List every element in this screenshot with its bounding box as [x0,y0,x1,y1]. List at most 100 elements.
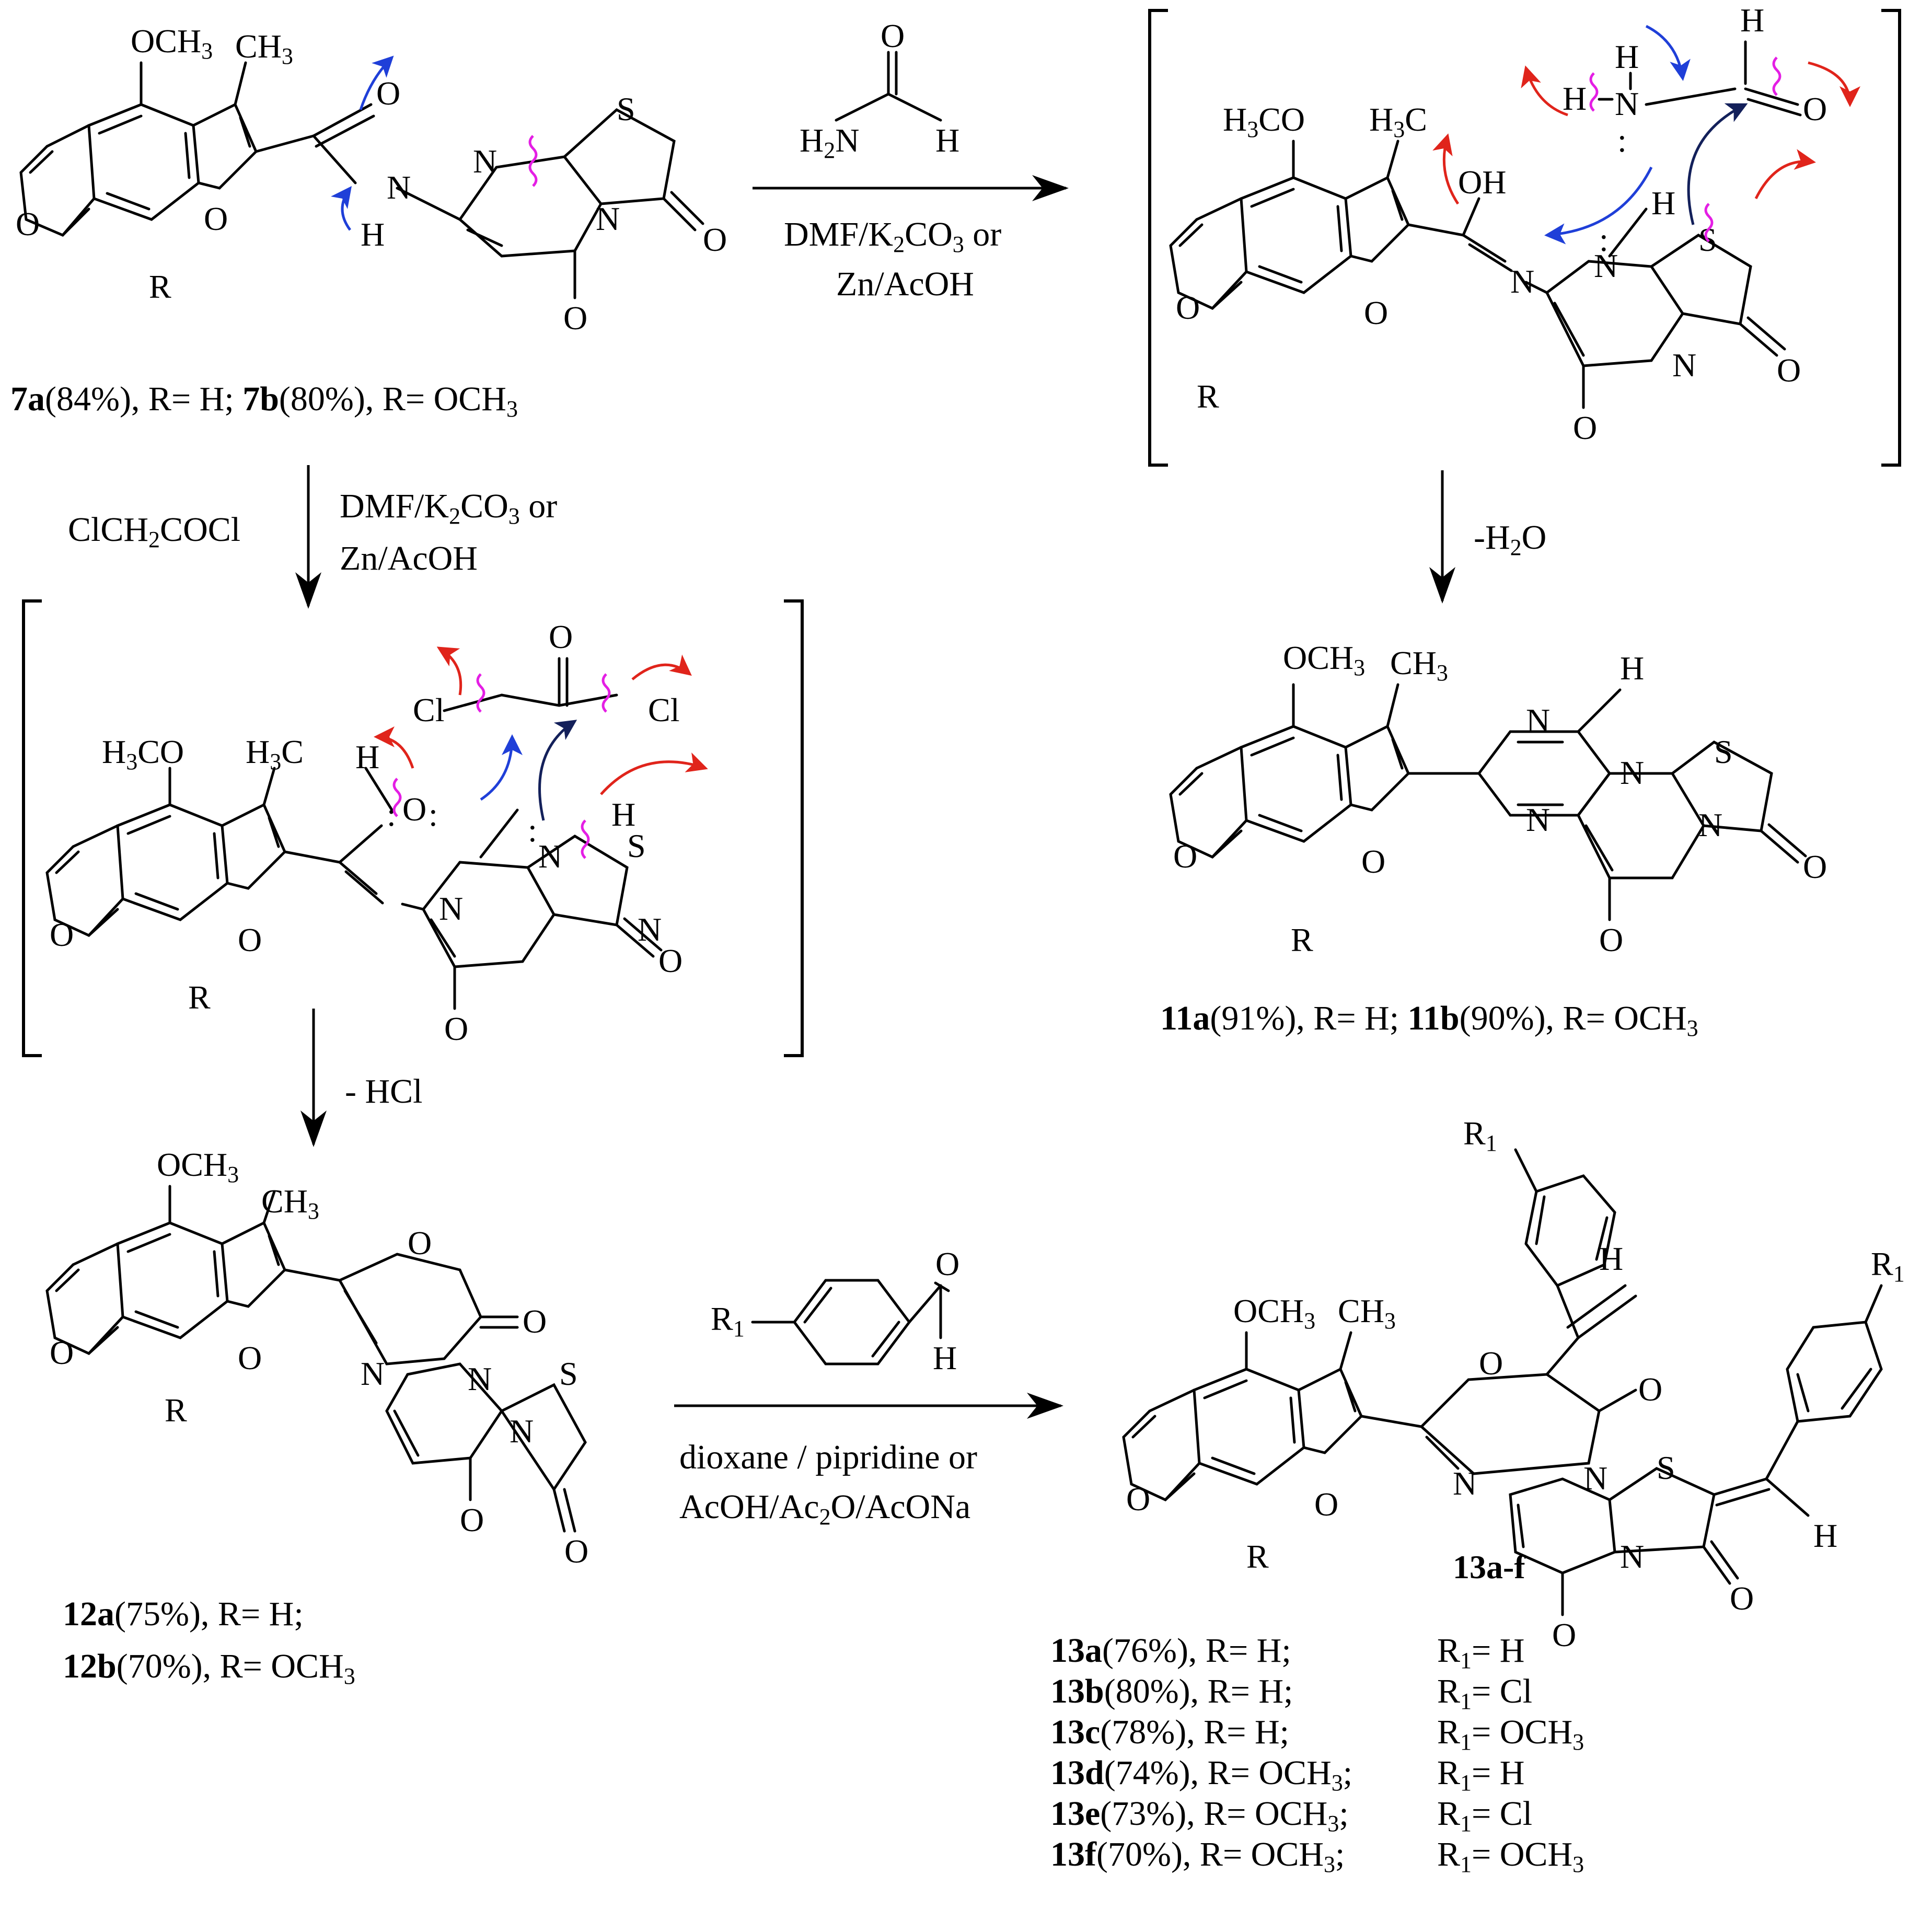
atom-n-11-d: N [1698,806,1722,843]
atom-och3-7: OCH3 [131,22,213,64]
atom-h-11: H [1620,650,1644,687]
conditions-minus-water: -H2O [1474,518,1546,560]
atom-och3-11: OCH3 [1283,639,1365,680]
atom-o-11-furan: O [1173,838,1197,875]
curly-arrow-7b [331,186,352,231]
atom-o-12-c5: O [460,1501,484,1538]
atom-o-int-furan2: O [1364,294,1388,331]
atom-oh-int: OH [1458,164,1506,201]
atom-o-12-ketone: O [523,1303,547,1340]
cleavage-mark-i12-3 [392,778,402,817]
atom-s-i12: S [627,827,646,864]
curly-arrow-i12-3 [374,726,414,769]
atom-n-13-imine: N [1453,1465,1477,1502]
atom-o-12-ring: O [408,1224,432,1262]
cleavage-mark-int-1 [1589,72,1599,112]
atom-n-int-ring: N [1594,247,1618,284]
atom-r-int: R [1197,378,1219,415]
atom-o-11-c5: O [1599,921,1623,958]
caption-13-r1: R1= OCH3 [1437,1713,1584,1755]
atom-ch3-7: CH3 [235,28,293,69]
atom-o-i12-c5: O [444,1010,468,1047]
atom-o-12-furan2: O [238,1339,262,1376]
curly-arrow-int-2 [1645,25,1691,81]
caption-7: 7a(84%), R= H; 7b(80%), R= OCH3 [10,380,518,422]
atom-o-int-furan: O [1176,289,1200,326]
atom-o-13-furan: O [1126,1480,1150,1518]
curly-arrow-int-5 [1544,166,1653,245]
formamide-reagent: O H2N H [800,17,959,163]
curly-arrow-i12-5 [538,720,577,821]
caption-13-row: 13b(80%), R= H; [1050,1672,1293,1710]
atom-och3-12: OCH3 [157,1146,239,1187]
atom-o-13-ketone: O [1638,1371,1662,1408]
curly-arrow-i12-6 [600,752,708,795]
conditions-bottom-line2: AcOH/Ac2O/AcONa [679,1488,970,1530]
atom-h3c-int: H3C [1369,101,1427,142]
atom-h-int-formamide: H [1563,80,1587,117]
atom-n-11-c: N [1620,754,1644,791]
caption-12b: 12b(70%), R= OCH3 [63,1647,355,1689]
atom-n-i12-imine: N [439,890,463,927]
atom-n-int-imine: N [1510,263,1534,300]
atom-h3co-int: H3CO [1223,101,1305,142]
aldehyde-h: H [933,1339,957,1376]
atom-o-13-c3: O [1730,1580,1754,1617]
curly-arrow-int-1 [1521,65,1568,117]
atom-o-11-furan2: O [1361,843,1385,880]
atom-o-i12-c3: O [658,942,682,979]
atom-o-12-c3: O [564,1533,588,1570]
atom-n-i12-ring: N [538,838,562,875]
atom-n-int-formamide: N [1615,85,1639,122]
atom-n-13-ring: N [1583,1460,1607,1497]
atom-s-7: S [617,90,635,128]
atom-r-13: R [1246,1538,1269,1575]
atom-n-7-ring2: N [596,200,620,237]
atom-o-13-c5: O [1552,1616,1576,1653]
caption-13-r1: R1= H [1437,1754,1524,1796]
compound-12-structure: O O OCH3 CH3 R O O N N N S O O [45,1146,588,1570]
atom-n-int-ring2: N [1672,346,1696,384]
atom-o-int-c5: O [1573,409,1597,446]
cleavage-mark-i12-1 [476,673,485,713]
atom-r-11: R [1291,921,1313,958]
atom-n-7-ring: N [473,143,497,180]
atom-h3co-i12: H3CO [102,733,184,774]
caption-13-row: 13f(70%), R= OCH3; [1050,1835,1345,1877]
atom-r-i12: R [188,979,211,1016]
caption-11: 11a(91%), R= H; 11b(90%), R= OCH3 [1160,999,1698,1041]
lone-pair-i12-3: : [528,812,537,849]
compound-7-structure: O O OCH3 CH3 O N H R N N S O O [16,22,727,337]
caption-12a: 12a(75%), R= H; [63,1595,304,1633]
caption-13-r1: R1= H [1437,1631,1524,1673]
cleavage-mark-int-2 [1772,56,1781,96]
atom-o-13-furan2: O [1314,1486,1338,1523]
caption-13-r1: R1= Cl [1437,1672,1532,1714]
atom-h3c-i12: H3C [246,733,304,774]
curly-arrow-int-4 [1432,133,1460,205]
conditions-left-line2: Zn/AcOH [340,539,478,577]
atom-n-11-b: N [1526,801,1550,838]
atom-h-i12-oh: H [355,738,379,776]
curly-arrow-7a [359,55,394,110]
compound-11-structure: O O OCH3 CH3 R N N H N N S O O [1169,639,1827,958]
atom-s-12: S [559,1355,578,1392]
aldehyde-r1: R1 [711,1300,745,1341]
atom-n-7-amide: N [387,169,411,206]
atom-h-int-nh: H [1651,184,1675,222]
atom-n-13-ring2: N [1620,1538,1644,1575]
atom-cl-i12-a: Cl [413,691,444,728]
atom-o-7-furan2: O [204,200,228,237]
label-13: 13a-f [1453,1548,1525,1586]
atom-s-11: S [1714,733,1733,770]
atom-o-12-furan: O [50,1334,74,1371]
atom-r1-13-b: R1 [1871,1245,1905,1287]
atom-r1-13-a: R1 [1463,1115,1497,1156]
atom-o-int-formyl: O [1803,90,1827,128]
reagent-chloroacetyl-chloride: ClCH2COCl [68,511,240,552]
lone-pair-int-2: : [1599,221,1609,258]
caption-13-row: 13c(78%), R= H; [1050,1713,1289,1751]
curly-arrow-int-3 [1808,61,1860,107]
conditions-top-line1: DMF/K2CO3 or [784,215,1001,257]
